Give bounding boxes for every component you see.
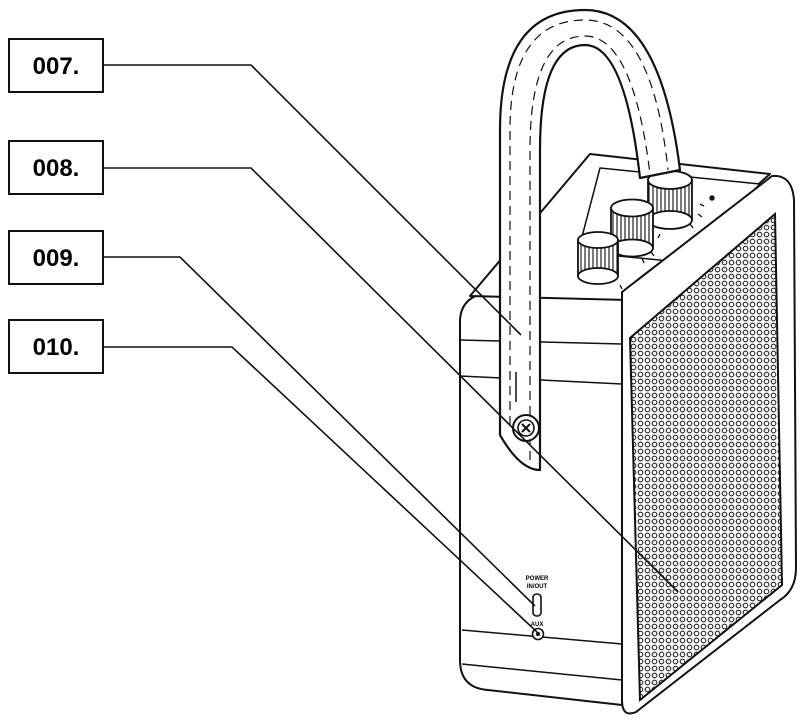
carry-handle xyxy=(498,8,682,472)
power-label-line1: POWER xyxy=(526,576,549,582)
callout-label-009: 009. xyxy=(33,245,80,272)
leader-line-010 xyxy=(103,346,538,633)
knob-volume xyxy=(577,231,619,285)
speaker-grille xyxy=(628,211,784,703)
leader-line-008 xyxy=(103,167,679,593)
callout-010: 010. xyxy=(8,319,104,374)
callout-008: 008. xyxy=(8,140,104,195)
strap-screw xyxy=(512,414,540,442)
knob-treble xyxy=(610,198,654,258)
aux-label: AUX xyxy=(531,622,544,628)
callout-label-007: 007. xyxy=(33,53,80,80)
callout-label-008: 008. xyxy=(33,155,80,182)
knob-tick-marks xyxy=(619,203,705,290)
knob-bass xyxy=(647,170,693,230)
control-knobs xyxy=(577,170,715,290)
status-led xyxy=(709,195,715,201)
power-label-line2: IN/OUT xyxy=(527,584,548,590)
leader-line-009 xyxy=(103,256,536,607)
leader-lines xyxy=(103,64,679,633)
callout-009: 009. xyxy=(8,230,104,285)
callout-007: 007. xyxy=(8,38,104,93)
leader-line-007 xyxy=(103,64,522,336)
callout-label-010: 010. xyxy=(33,334,80,361)
